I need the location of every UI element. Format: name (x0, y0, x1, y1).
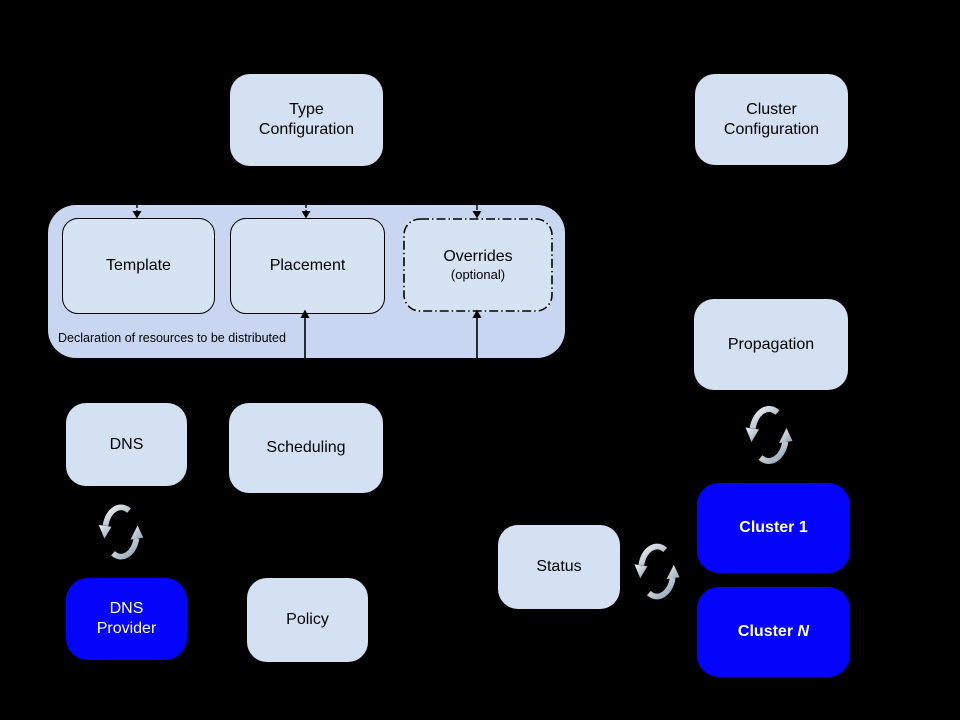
node-label: Status (536, 558, 582, 575)
node-dns-provider: DNS Provider (66, 578, 187, 660)
node-label: Cluster 1 (739, 519, 808, 536)
resource-group-caption: Declaration of resources to be distribut… (58, 331, 286, 345)
sync-icon (634, 543, 680, 600)
node-label: Propagation (727, 335, 815, 353)
node-template: Template (62, 218, 215, 314)
node-dns: DNS (66, 403, 187, 486)
sync-icon (745, 406, 793, 464)
node-overrides: Overrides(optional) (403, 218, 553, 312)
node-label: Placement (269, 257, 346, 274)
node-label: Scheduling (266, 439, 346, 456)
node-label: Cluster N (737, 623, 810, 640)
node-placement: Placement (230, 218, 385, 314)
node-propagation: Propagation (694, 299, 848, 390)
node-label: Cluster Configuration (723, 100, 820, 138)
resource-declaration-group: Template Placement Overrides(optional) D… (48, 205, 565, 358)
node-status: Status (498, 525, 620, 609)
node-label: Template (106, 257, 171, 274)
node-sublabel: (optional) (450, 266, 506, 282)
node-cluster-n: Cluster N (697, 587, 850, 677)
node-label: Policy (286, 611, 329, 628)
node-cluster-configuration: Cluster Configuration (695, 74, 848, 165)
node-label: Type Configuration (258, 101, 355, 138)
node-label: Overrides(optional) (443, 247, 513, 282)
node-type-configuration: Type Configuration (230, 74, 383, 166)
node-scheduling: Scheduling (229, 403, 383, 493)
sync-icon (98, 504, 144, 560)
node-label: DNS (109, 435, 144, 453)
node-cluster-1: Cluster 1 (697, 483, 850, 573)
node-label: DNS Provider (96, 600, 157, 637)
node-policy: Policy (247, 578, 368, 662)
